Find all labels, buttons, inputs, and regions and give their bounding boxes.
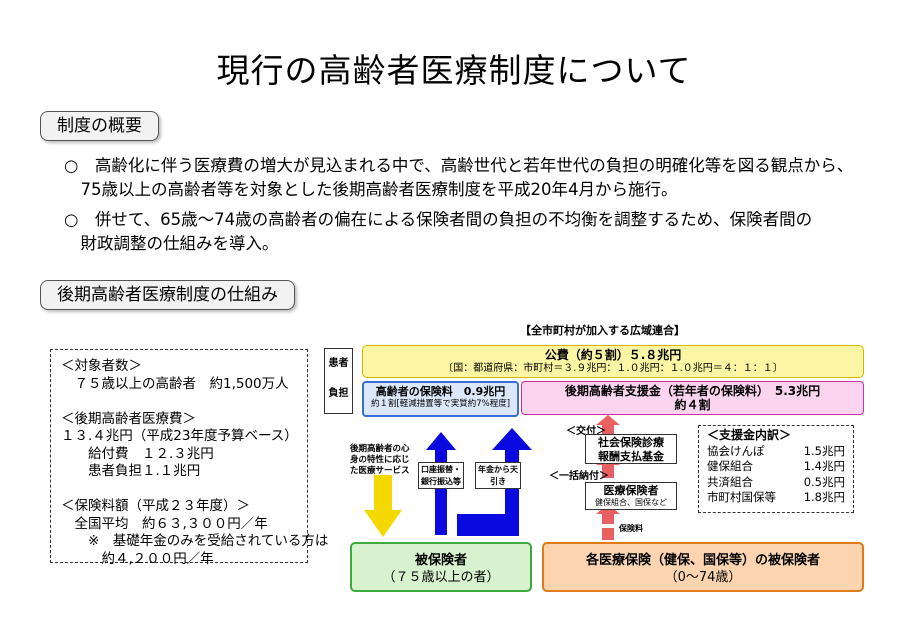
breakdown-row: 協会けんぽ 1.5兆円 <box>707 444 845 460</box>
other-insured-title: 各医療保険（健保、国保等）の被保険者 <box>585 553 820 568</box>
breakdown-value: 0.5兆円 <box>803 474 845 489</box>
elderly-premium-box: 高齢者の保険料 0.9兆円 約１割[軽減措置等で実質約7%程度] <box>362 381 519 417</box>
breakdown-row: 市町村国保等 1.8兆円 <box>707 490 845 506</box>
account-transfer-label: 口座振替・銀行振込等 <box>418 462 464 489</box>
other-insured-subtitle: （0～74歳） <box>664 570 742 585</box>
overview-bullet-1-line-1: ○ 高齢化に伴う医療費の増大が見込まれる中で、高齢世代と若年世代の負担の明確化等… <box>64 156 854 175</box>
breakdown-name: 協会けんぽ <box>707 443 765 458</box>
breakdown-row: 共済組合 0.5兆円 <box>707 475 845 491</box>
overview-stats-panel: ＜対象者数＞ ７５歳以上の高齢者 約1,500万人 ＜後期高齢者医療費＞ １３.… <box>50 349 328 567</box>
support-grant-title: 後期高齢者支援金（若年者の保険料） 5.3兆円 <box>564 384 821 398</box>
insured-subtitle: （７５歳以上の者） <box>382 570 500 585</box>
other-insured-box: 各医療保険（健保、国保等）の被保険者 （0～74歳） <box>542 542 864 592</box>
medical-service-label: 後期高齢者の心身の特性に応じた医療サービス <box>350 444 410 476</box>
breakdown-name: 健保組合 <box>707 459 753 473</box>
burden-label: 負担 <box>328 388 349 399</box>
flow-arrows <box>364 415 620 540</box>
premium-small-label: 保険料 <box>619 524 643 533</box>
section-header-overview: 制度の概要 <box>40 111 159 141</box>
breakdown-row: 健保組合 1.4兆円 <box>707 459 845 475</box>
breakdown-name: 共済組合 <box>707 474 753 489</box>
medical-insurers-box: 医療保険者 健保組合、国保など <box>585 482 677 510</box>
medical-insurers-examples: 健保組合、国保など <box>595 498 667 507</box>
breakdown-name: 市町村国保等 <box>707 490 776 504</box>
support-grant-box: 後期高齢者支援金（若年者の保険料） 5.3兆円 約４割 <box>521 381 864 415</box>
pension-deduction-label: 年金から天引き <box>475 462 521 489</box>
public-funds-ratio: 〔国：都道府県：市町村＝３.９兆円：１.０兆円：１.０兆円＝４：１：１〕 <box>443 363 783 374</box>
payment-fund-box: 社会保険診療 報酬支払基金 <box>585 434 677 464</box>
insured-box: 被保険者 （７５歳以上の者） <box>350 542 532 592</box>
patient-label: 患者 <box>328 358 349 369</box>
grant-arrow <box>596 415 620 436</box>
patient-burden-box: 患者 負担 <box>324 348 353 414</box>
support-breakdown-title: ＜支援金内訳＞ <box>707 428 792 442</box>
kofu-label: ＜交付＞ <box>566 426 606 437</box>
public-funds-box: 公費（約５割）５.８兆円 〔国：都道府県：市町村＝３.９兆円：１.０兆円：１.０… <box>362 345 864 378</box>
medical-insurers-title: 医療保険者 <box>603 484 659 497</box>
breakdown-value: 1.8兆円 <box>803 490 845 504</box>
payment-fund-line-2: 報酬支払基金 <box>598 450 664 463</box>
overview-bullet-1-line-2: 75歳以上の高齢者等を対象とした後期高齢者医療制度を平成20年4月から施行。 <box>64 180 678 199</box>
lump-sum-label: ＜一括納付＞ <box>549 471 609 482</box>
page-title: 現行の高齢者医療制度について <box>216 51 692 90</box>
union-label: 【全市町村が加入する広域連合】 <box>520 324 685 337</box>
overview-bullet-2-line-1: ○ 併せて、65歳～74歳の高齢者の偏在による保険者間の負担の不均衡を調整するた… <box>64 210 813 229</box>
insured-title: 被保険者 <box>414 553 467 568</box>
service-arrow <box>364 475 402 537</box>
payment-fund-line-1: 社会保険診療 <box>598 436 664 449</box>
breakdown-value: 1.4兆円 <box>803 459 845 473</box>
support-breakdown-panel: ＜支援金内訳＞ 協会けんぽ 1.5兆円 健保組合 1.4兆円 共済組合 0.5兆円 市… <box>698 425 854 513</box>
overview-bullet-2-line-2: 財政調整の仕組みを導入。 <box>64 234 279 253</box>
pension-arrow <box>457 428 532 536</box>
elderly-premium-note: 約１割[軽減措置等で実質約7%程度] <box>370 399 511 409</box>
section-header-mechanism: 後期高齢者医療制度の仕組み <box>40 280 295 310</box>
support-grant-ratio: 約４割 <box>674 398 711 412</box>
public-funds-title: 公費（約５割）５.８兆円 <box>544 348 682 362</box>
breakdown-value: 1.5兆円 <box>803 443 845 458</box>
elderly-premium-title: 高齢者の保険料 0.9兆円 <box>375 385 506 398</box>
